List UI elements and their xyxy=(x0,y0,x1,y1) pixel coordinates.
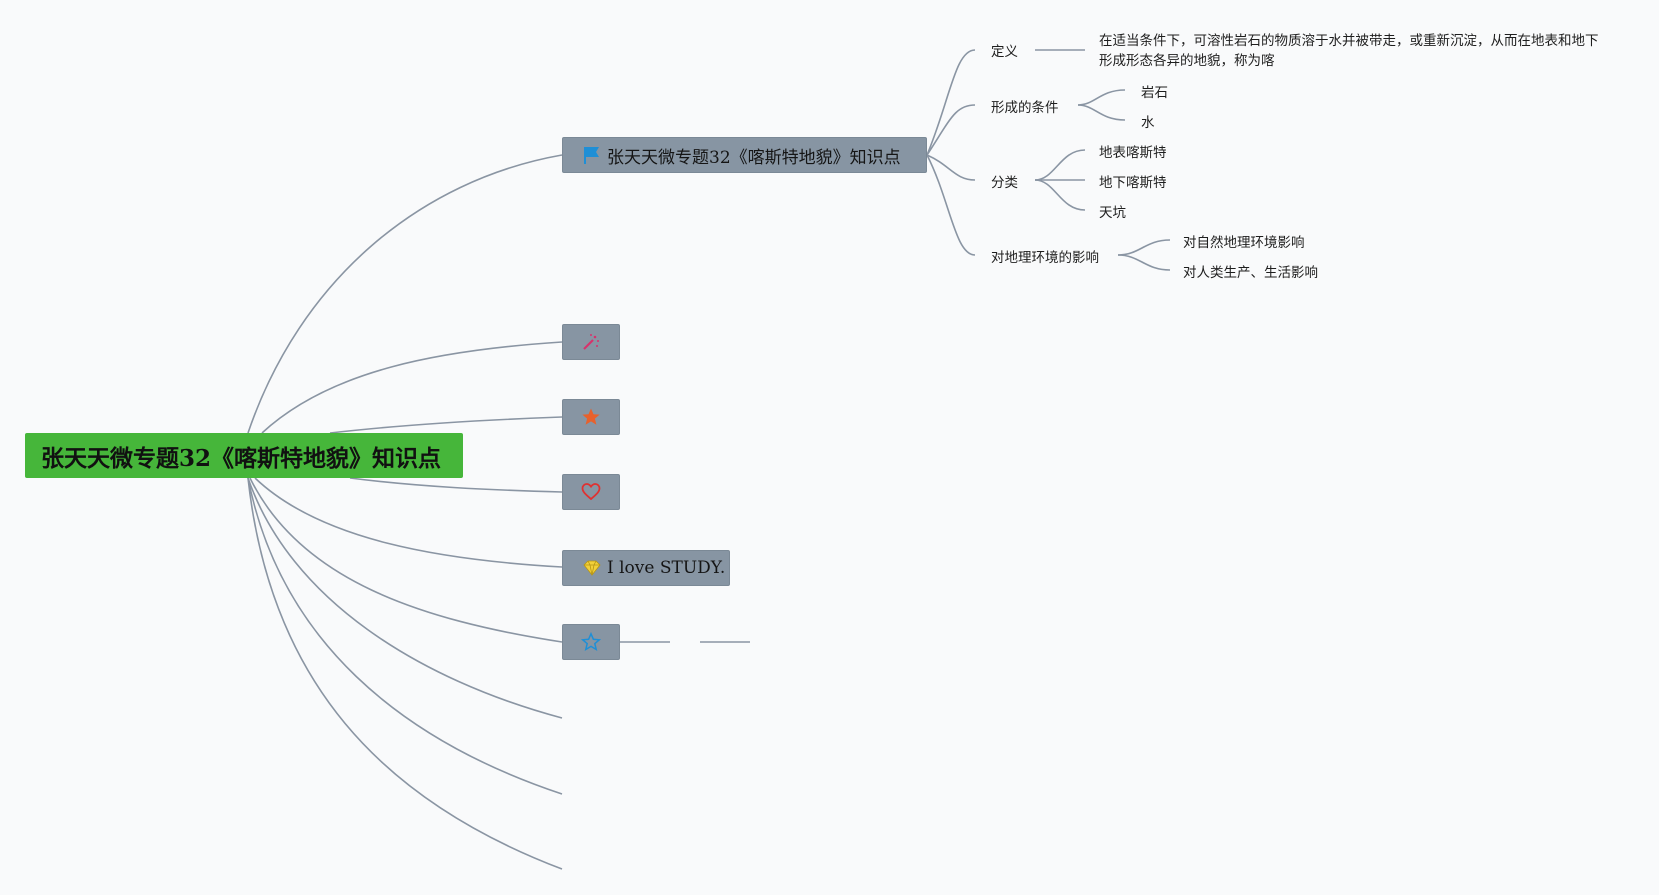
leaf-tiankeng[interactable]: 天坑 xyxy=(1099,201,1126,221)
connector-root-b4 xyxy=(349,477,563,493)
connector-root-b3 xyxy=(329,416,563,434)
heart-icon xyxy=(580,481,602,503)
magic-wand-icon xyxy=(580,331,602,353)
root-topic-label: 张天天微专题32《喀斯特地貌》知识点 xyxy=(41,444,442,472)
leaf-human-impact[interactable]: 对人类生产、生活影响 xyxy=(1183,261,1318,281)
connector-root-b6 xyxy=(249,477,563,643)
branch-main-topic[interactable]: 张天天微专题32《喀斯特地貌》知识点 xyxy=(562,137,927,173)
star-outline-icon xyxy=(580,631,602,653)
branch-star-outline[interactable] xyxy=(562,624,620,660)
leaf-rock-label: 岩石 xyxy=(1141,85,1168,101)
branch-main-label: 张天天微专题32《喀斯特地貌》知识点 xyxy=(607,147,901,168)
leaf-underground-karst[interactable]: 地下喀斯特 xyxy=(1099,171,1167,191)
leaf-water-label: 水 xyxy=(1141,115,1155,131)
branch-star-filled[interactable] xyxy=(562,399,620,435)
connector-root-e2 xyxy=(247,477,563,795)
leaf-surface-karst-label: 地表喀斯特 xyxy=(1099,145,1167,161)
leaf-surface-karst[interactable]: 地表喀斯特 xyxy=(1099,141,1167,161)
leaf-natural-impact[interactable]: 对自然地理环境影响 xyxy=(1183,231,1305,251)
subtopic-environmental-impact-label: 对地理环境的影响 xyxy=(991,250,1099,266)
leaf-tiankeng-label: 天坑 xyxy=(1099,205,1126,221)
connector-root-main xyxy=(247,154,563,434)
connector-root-b5 xyxy=(254,477,563,568)
connector-root-e3 xyxy=(247,477,563,870)
branch-magic-wand[interactable] xyxy=(562,324,620,360)
connector-main-impact xyxy=(926,154,976,256)
root-topic[interactable]: 张天天微专题32《喀斯特地貌》知识点 xyxy=(25,433,463,478)
connector-root-e1 xyxy=(247,477,563,719)
flag-icon xyxy=(581,144,603,166)
subtopic-classification-label: 分类 xyxy=(991,175,1018,191)
leaf-underground-karst-label: 地下喀斯特 xyxy=(1099,175,1167,191)
branch-heart[interactable] xyxy=(562,474,620,510)
diamond-icon xyxy=(581,557,603,579)
subtopic-classification[interactable]: 分类 xyxy=(991,171,1018,191)
leaf-natural-impact-label: 对自然地理环境影响 xyxy=(1183,235,1305,251)
star-filled-icon xyxy=(580,406,602,428)
subtopic-definition-label: 定义 xyxy=(991,44,1018,60)
connector-class-tiankeng xyxy=(1034,179,1086,211)
connector-main-cond xyxy=(926,104,976,156)
subtopic-formation-conditions[interactable]: 形成的条件 xyxy=(991,96,1059,116)
connector-cond-rock xyxy=(1077,89,1126,106)
connector-cond-water xyxy=(1077,104,1126,121)
leaf-water[interactable]: 水 xyxy=(1141,111,1155,131)
connector-impact-human xyxy=(1117,254,1171,271)
connector-main-def xyxy=(926,49,976,156)
leaf-human-impact-label: 对人类生产、生活影响 xyxy=(1183,265,1318,281)
subtopic-definition[interactable]: 定义 xyxy=(991,40,1018,60)
leaf-rock[interactable]: 岩石 xyxy=(1141,81,1168,101)
connector-main-class xyxy=(926,154,976,181)
connector-impact-natural xyxy=(1117,239,1171,256)
definition-detail[interactable]: 在适当条件下，可溶性岩石的物质溶于水并被带走，或重新沉淀，从而在地表和地下形成形… xyxy=(1099,31,1599,71)
subtopic-formation-conditions-label: 形成的条件 xyxy=(991,100,1059,116)
connector-class-surface xyxy=(1034,149,1086,181)
branch-i-love-study-label: I love STUDY. xyxy=(607,558,726,578)
connector-root-b2 xyxy=(261,341,563,434)
subtopic-environmental-impact[interactable]: 对地理环境的影响 xyxy=(991,246,1099,266)
branch-i-love-study[interactable]: I love STUDY. xyxy=(562,550,730,586)
definition-detail-text: 在适当条件下，可溶性岩石的物质溶于水并被带走，或重新沉淀，从而在地表和地下形成形… xyxy=(1099,33,1599,69)
